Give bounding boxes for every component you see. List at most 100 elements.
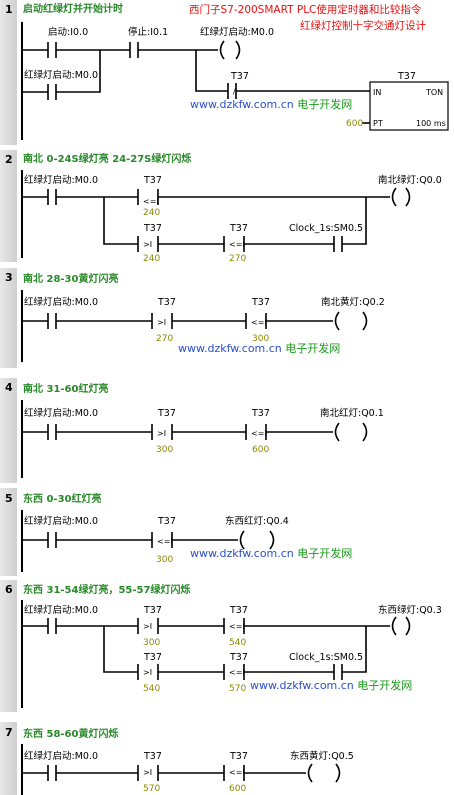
network-6: 6 东西 31-54绿灯亮，55-57绿灯闪烁 红绿灯启动:M0.0 T37 >…	[0, 580, 442, 712]
timer-base: 100 ms	[416, 119, 446, 128]
compare-1-op: >I	[143, 768, 152, 777]
network-number: 2	[5, 153, 13, 166]
title-line-2: 红绿灯控制十字交通灯设计	[300, 19, 426, 32]
network-1: 1 启动红绿灯并开始计时 西门子S7-200SMART PLC使用定时器和比较指…	[0, 0, 449, 145]
flash-branch[interactable]	[103, 197, 367, 252]
watermark-caption: 电子开发网	[285, 341, 340, 355]
compare-2-op: <=I	[251, 318, 267, 327]
compare-3-op: <=I	[229, 240, 245, 249]
network-number-strip	[0, 0, 17, 145]
contact-label: 红绿灯启动:M0.0	[24, 750, 98, 762]
network-comment: 东西 31-54绿灯亮，55-57绿灯闪烁	[23, 583, 190, 596]
network-4: 4 南北 31-60红灯亮 红绿灯启动:M0.0 T37 >I 300 T37 …	[0, 378, 384, 483]
rung-5[interactable]	[22, 530, 275, 550]
compare-3-op: >I	[143, 668, 152, 677]
compare-2-label: T37	[229, 605, 248, 616]
coil-label: 南北绿灯:Q0.0	[378, 174, 442, 186]
flash-branch[interactable]	[103, 626, 367, 680]
contact-label: 红绿灯启动:M0.0	[24, 296, 98, 308]
seal-contact-label: 红绿灯启动:M0.0	[24, 69, 98, 81]
network-number-strip	[0, 580, 17, 712]
network-number: 7	[5, 726, 13, 739]
coil-label: 东西黄灯:Q0.5	[290, 750, 354, 762]
network-number: 1	[5, 3, 13, 16]
compare-1-label: T37	[143, 175, 162, 186]
watermark-caption: 电子开发网	[297, 97, 352, 111]
compare-2-value: 600	[229, 784, 246, 794]
compare-1-op: >I	[157, 318, 166, 327]
watermark-url: www.dzkfw.com.cn	[178, 342, 285, 355]
rung-1-main[interactable]	[22, 40, 241, 60]
compare-1-value: 570	[143, 784, 160, 794]
watermark-url: www.dzkfw.com.cn	[250, 679, 357, 692]
network-number: 3	[5, 271, 13, 284]
timer-pt-pin: PT	[373, 119, 383, 128]
compare-2-value: 540	[229, 638, 246, 648]
contact-label: 红绿灯启动:M0.0	[24, 407, 98, 419]
network-comment: 南北 31-60红灯亮	[23, 382, 108, 395]
compare-1-label: T37	[157, 408, 176, 419]
network-2: 2 南北 0-24S绿灯亮 24-27S绿灯闪烁 红绿灯启动:M0.0 T37 …	[0, 150, 442, 264]
rung-4[interactable]	[22, 422, 368, 442]
compare-1-value: 300	[156, 445, 173, 455]
compare-1-label: T37	[157, 516, 176, 527]
timer-contact-label: T37	[230, 71, 249, 82]
start-contact-label: 启动:I0.0	[48, 26, 88, 38]
compare-1-op: >I	[157, 429, 166, 438]
timer-type: TON	[425, 88, 443, 97]
network-comment: 南北 28-30黄灯闪亮	[23, 272, 118, 285]
timer-branch[interactable]	[195, 50, 370, 99]
contact-label: 红绿灯启动:M0.0	[24, 174, 98, 186]
rung-3[interactable]	[22, 311, 368, 331]
watermark-url: www.dzkfw.com.cn	[190, 98, 297, 111]
compare-3-value: 270	[229, 254, 246, 264]
contact-label: 红绿灯启动:M0.0	[24, 515, 98, 527]
network-number: 5	[5, 492, 13, 505]
compare-4-op: <=I	[229, 668, 245, 677]
watermark: www.dzkfw.com.cn 电子开发网	[190, 97, 352, 111]
network-number: 6	[5, 583, 13, 596]
compare-4-label: T37	[229, 652, 248, 663]
compare-2-label: T37	[251, 297, 270, 308]
network-number-strip	[0, 488, 17, 576]
compare-1-label: T37	[157, 297, 176, 308]
compare-3-label: T37	[143, 652, 162, 663]
coil-label: 南北红灯:Q0.1	[320, 407, 384, 419]
network-5: 5 东西 0-30红灯亮 红绿灯启动:M0.0 T37 <=I 300 东西红灯…	[0, 488, 352, 576]
compare-1-label: T37	[143, 605, 162, 616]
watermark: www.dzkfw.com.cn 电子开发网	[190, 546, 352, 560]
compare-4-value: 570	[229, 684, 246, 694]
watermark: www.dzkfw.com.cn 电子开发网	[250, 678, 412, 692]
timer-name: T37	[397, 71, 416, 82]
rung-2-main[interactable]	[22, 187, 411, 207]
compare-1-label: T37	[143, 751, 162, 762]
compare-3-label: T37	[229, 223, 248, 234]
compare-2-op: >I	[143, 240, 152, 249]
network-comment: 东西 58-60黄灯闪烁	[23, 727, 118, 740]
watermark-url: www.dzkfw.com.cn	[190, 547, 297, 560]
network-7: 7 东西 58-60黄灯闪烁 红绿灯启动:M0.0 T37 >I 570 T37…	[0, 722, 354, 795]
rung-6-main[interactable]	[22, 616, 411, 636]
clock-contact-label: Clock_1s:SM0.5	[289, 652, 363, 663]
compare-1-value: 300	[156, 555, 173, 565]
clock-contact-label: Clock_1s:SM0.5	[289, 223, 363, 234]
watermark-caption: 电子开发网	[297, 546, 352, 560]
network-number-strip	[0, 150, 17, 262]
compare-1-value: 270	[156, 334, 173, 344]
network-3: 3 南北 28-30黄灯闪亮 红绿灯启动:M0.0 T37 >I 270 T37…	[0, 268, 385, 368]
compare-2-op: <=I	[229, 622, 245, 631]
seal-in-branch[interactable]	[22, 50, 101, 100]
coil-label: 东西绿灯:Q0.3	[378, 604, 442, 616]
watermark-caption: 电子开发网	[357, 678, 412, 692]
compare-2-value: 300	[252, 334, 269, 344]
compare-1-value: 300	[143, 638, 160, 648]
compare-1-op: >I	[143, 622, 152, 631]
timer-contact-symbol: /	[233, 87, 236, 96]
compare-2-op: <=I	[251, 429, 267, 438]
compare-2-value: 600	[252, 445, 269, 455]
network-number: 4	[5, 381, 13, 394]
network-comment: 启动红绿灯并开始计时	[23, 2, 123, 15]
rung-7[interactable]	[22, 763, 341, 783]
timer-box-t37[interactable]: T37 IN TON PT 100 ms	[362, 71, 449, 131]
